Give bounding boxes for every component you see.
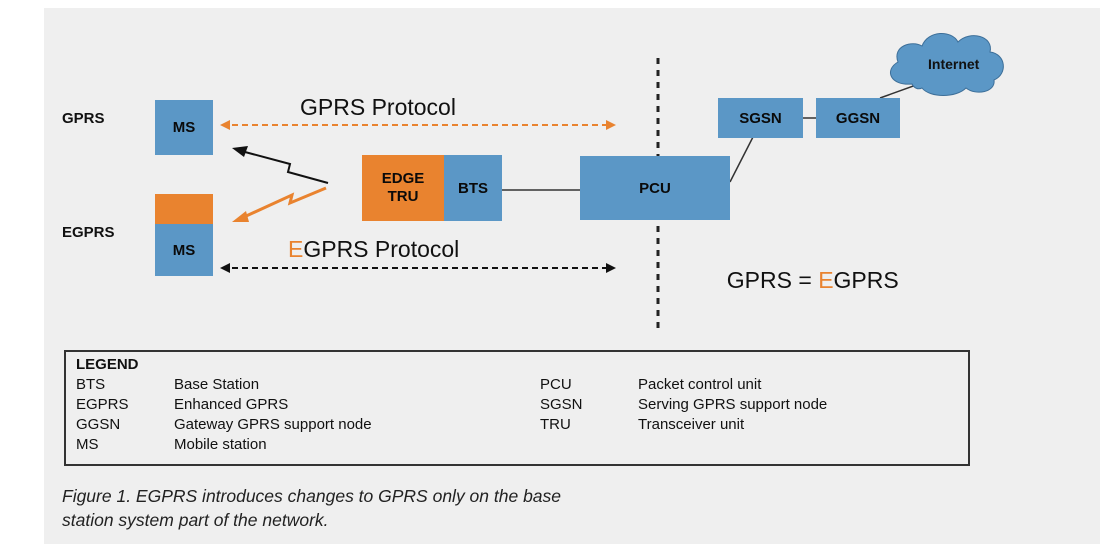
- figure-caption: Figure 1. EGPRS introduces changes to GP…: [62, 484, 561, 532]
- gprs-protocol-label: GPRS Protocol: [300, 94, 456, 120]
- edge-tru-node: EDGE TRU: [362, 155, 444, 221]
- caption-line-2: station system part of the network.: [62, 510, 329, 530]
- ms-egprs-node: MS: [155, 224, 213, 276]
- sgsn-node: SGSN: [718, 98, 803, 138]
- ms-egprs-edge-module: [155, 194, 213, 224]
- legend-box: LEGEND BTS Base Station EGPRS Enhanced G…: [64, 350, 970, 466]
- legend-desc: Packet control unit: [638, 376, 762, 393]
- legend-abbr: EGPRS: [76, 396, 129, 413]
- legend-desc: Enhanced GPRS: [174, 396, 289, 413]
- legend-abbr: PCU: [540, 376, 572, 393]
- egprs-protocol-accent: E: [288, 236, 304, 262]
- equation-left: GPRS =: [726, 267, 819, 293]
- legend-abbr: BTS: [76, 376, 106, 393]
- legend-desc: Base Station: [174, 376, 260, 393]
- ggsn-node: GGSN: [816, 98, 900, 138]
- edge-tru-line2: TRU: [387, 188, 419, 205]
- bts-node: BTS: [444, 155, 502, 221]
- gprs-row-label: GPRS: [62, 110, 105, 127]
- legend-desc: Serving GPRS support node: [638, 396, 828, 413]
- equation-accent: E: [818, 267, 834, 293]
- equation-right: GPRS: [833, 267, 899, 293]
- legend-desc: Gateway GPRS support node: [174, 416, 372, 433]
- gprs-equals-egprs: GPRS = EGPRS: [714, 240, 899, 294]
- legend-abbr: GGSN: [76, 416, 121, 433]
- egprs-protocol-label: EGPRS Protocol: [288, 236, 459, 263]
- egprs-row-label: EGPRS: [62, 224, 115, 241]
- legend-desc: Transceiver unit: [638, 416, 745, 433]
- pcu-node: PCU: [580, 156, 730, 220]
- caption-line-1: Figure 1. EGPRS introduces changes to GP…: [62, 486, 562, 506]
- egprs-protocol-rest: GPRS Protocol: [303, 236, 460, 262]
- legend-title: LEGEND: [76, 356, 139, 373]
- edge-tru-line1: EDGE: [381, 170, 425, 187]
- legend-abbr: SGSN: [540, 396, 583, 413]
- internet-label: Internet: [928, 56, 980, 72]
- legend-desc: Mobile station: [174, 436, 267, 453]
- ms-gprs-node: MS: [155, 100, 213, 155]
- legend-abbr: TRU: [540, 416, 571, 433]
- legend-abbr: MS: [76, 436, 99, 453]
